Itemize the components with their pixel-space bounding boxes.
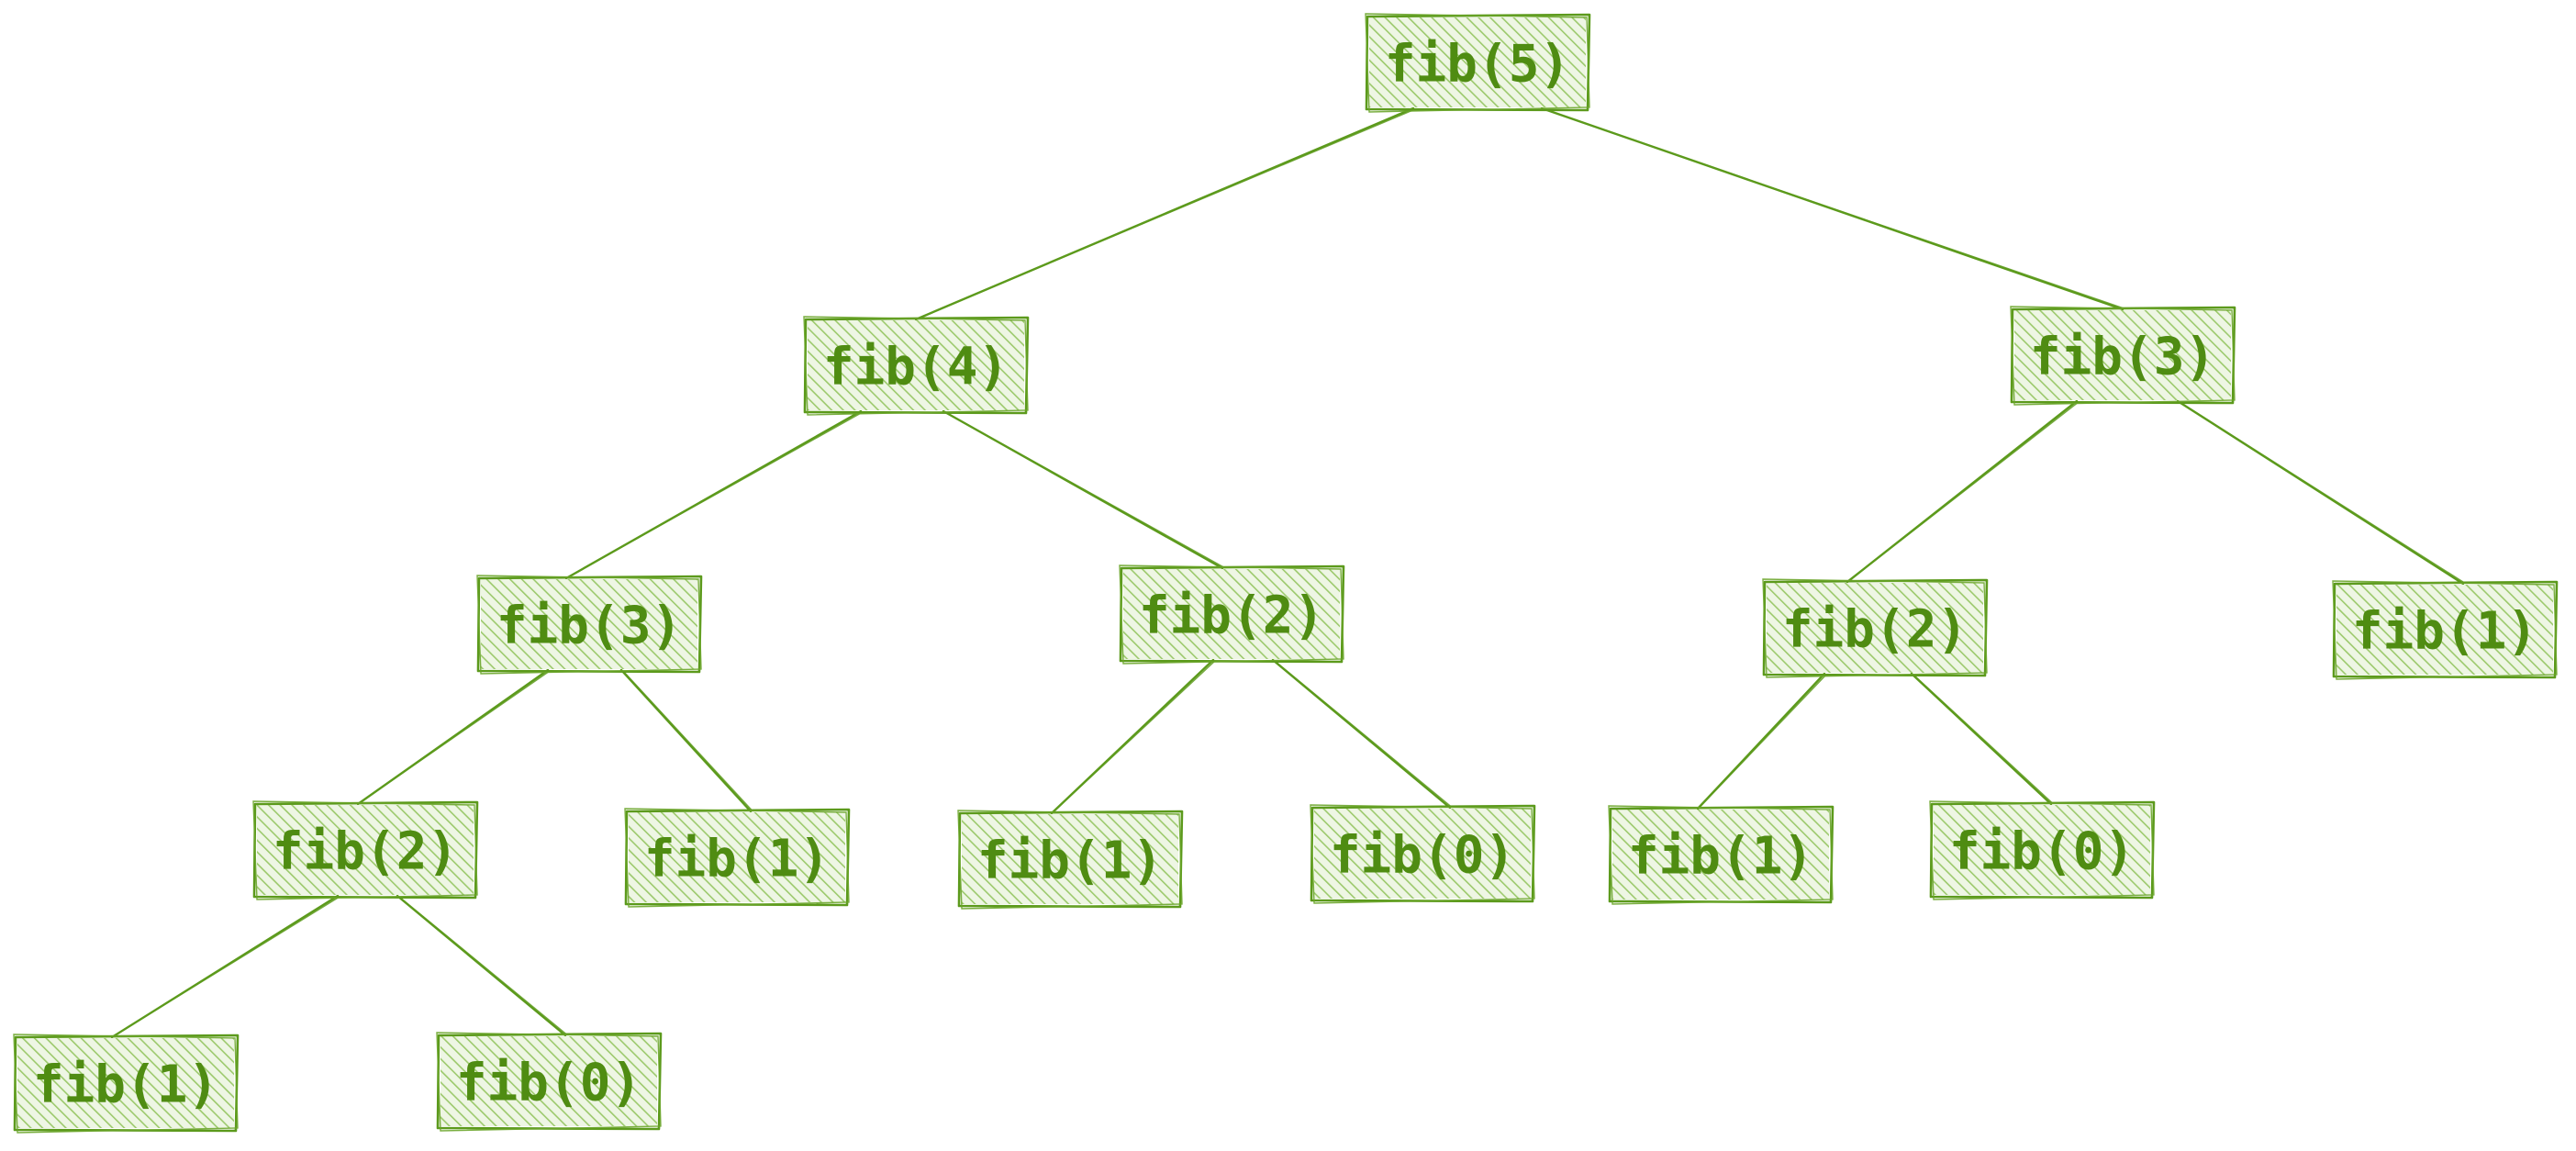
node-n3r: fib(3) <box>2010 306 2236 406</box>
node-label: fib(0) <box>1330 826 1515 886</box>
node-label: fib(2) <box>1782 600 1968 660</box>
node-label: fib(1) <box>644 830 830 889</box>
node-box <box>257 805 474 895</box>
node-box <box>1612 810 1829 900</box>
node-box <box>1767 583 1983 673</box>
node-label: fib(1) <box>2352 602 2537 662</box>
node-n2m: fib(2) <box>1119 564 1345 665</box>
node-n5: fib(5) <box>1365 13 1591 113</box>
node-box <box>629 812 845 902</box>
node-label: fib(5) <box>1385 35 1570 95</box>
edge-n2r-to-n1r <box>1696 672 1827 810</box>
edge-n2l-to-n0ll <box>396 894 568 1037</box>
node-box <box>440 1036 657 1126</box>
node-box <box>1369 17 1586 107</box>
edge-n5-to-n3r <box>1540 106 2125 311</box>
node-n0r: fib(0) <box>1929 800 2156 900</box>
nodes-layer: fib(5) fib(4) fib(3) fib(3) fib(2) fib(2) fib(… <box>13 13 2559 1134</box>
node-box <box>808 320 1024 410</box>
node-box <box>2014 310 2231 400</box>
edge-n3l-to-n2l <box>356 668 551 806</box>
edge-n2m-to-n0m <box>1271 658 1453 810</box>
node-label: fib(2) <box>1139 587 1324 646</box>
edge-n4-to-n2m <box>942 409 1225 570</box>
node-box <box>481 579 697 669</box>
node-n3l: fib(3) <box>476 575 703 675</box>
edge-n3l-to-n1l <box>619 668 753 813</box>
node-box <box>1314 809 1531 899</box>
edge-n2l-to-n1ll <box>110 894 340 1039</box>
node-n1l: fib(1) <box>624 808 851 908</box>
edges-layer <box>110 106 2466 1039</box>
node-n4: fib(4) <box>803 316 1030 416</box>
node-label: fib(0) <box>1949 822 2135 882</box>
edge-n3r-to-n2r <box>1846 399 2080 584</box>
node-label: fib(1) <box>977 832 1163 891</box>
node-n0ll: fib(0) <box>436 1032 663 1132</box>
edge-n4-to-n3l <box>564 409 864 580</box>
node-n0m: fib(0) <box>1310 804 1536 904</box>
node-label: fib(4) <box>823 338 1009 397</box>
node-label: fib(1) <box>1628 827 1813 887</box>
edge-n2r-to-n0r <box>1910 672 2054 806</box>
edge-n5-to-n4 <box>914 106 1416 321</box>
node-n2l: fib(2) <box>252 800 479 900</box>
node-box <box>2336 585 2553 675</box>
edge-n3r-to-n1rr <box>2176 399 2466 586</box>
node-n1rr: fib(1) <box>2332 580 2559 680</box>
node-box <box>17 1038 234 1128</box>
node-n1m: fib(1) <box>957 810 1184 910</box>
node-box <box>962 814 1178 904</box>
node-n1ll: fib(1) <box>13 1034 240 1134</box>
node-label: fib(2) <box>273 822 458 882</box>
node-label: fib(3) <box>2030 328 2215 387</box>
node-label: fib(0) <box>456 1054 641 1113</box>
node-n1r: fib(1) <box>1608 805 1834 905</box>
node-box <box>1934 805 2150 895</box>
node-label: fib(1) <box>33 1056 218 1115</box>
node-n2r: fib(2) <box>1762 578 1989 678</box>
node-box <box>1123 569 1340 659</box>
edge-n2m-to-n1m <box>1050 658 1216 815</box>
node-label: fib(3) <box>496 597 682 656</box>
